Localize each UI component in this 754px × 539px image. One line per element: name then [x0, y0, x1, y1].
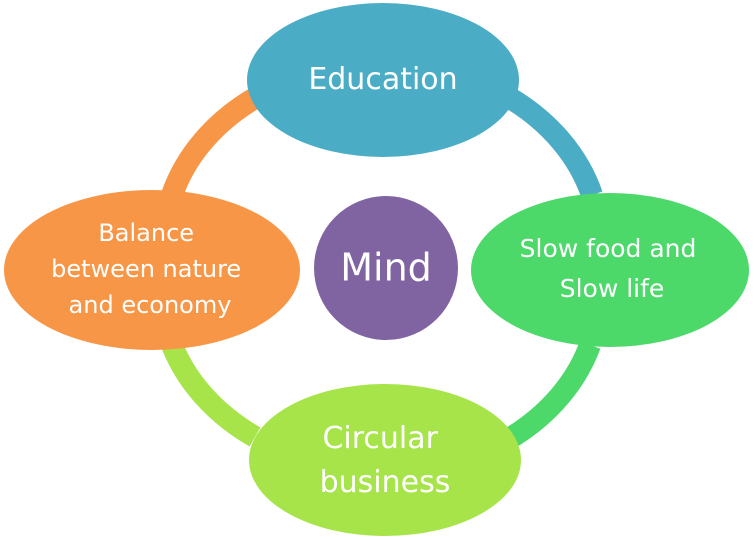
arc-circular-to-balance	[161, 340, 261, 447]
node-balance-line-3: and economy	[69, 291, 232, 319]
node-mind-shape	[314, 196, 458, 340]
node-circular-line-1: Circular	[322, 421, 438, 456]
node-education-label: Education	[308, 62, 457, 97]
node-balance: Balance between nature and economy	[4, 190, 300, 350]
node-circular: Circular business	[249, 384, 521, 536]
node-slow-food-shape	[471, 193, 749, 347]
node-circular-line-2: business	[320, 465, 451, 500]
node-circular-label: Circular business	[320, 421, 451, 500]
node-circular-shape	[249, 384, 521, 536]
node-slow-food-line-1: Slow food and	[520, 234, 697, 263]
node-balance-line-2: between nature	[51, 255, 241, 283]
node-slow-food: Slow food and Slow life	[471, 193, 749, 347]
node-education-shape	[247, 3, 519, 157]
node-education: Education	[247, 3, 519, 157]
node-mind-label: Mind	[340, 246, 432, 290]
node-balance-label: Balance between nature and economy	[51, 219, 249, 319]
node-balance-shape	[4, 190, 300, 350]
arc-education-to-slow-food	[504, 88, 603, 199]
node-education-line-1: Education	[308, 62, 457, 97]
arc-balance-to-education	[161, 88, 261, 199]
node-mind: Mind	[314, 196, 458, 340]
node-balance-line-1: Balance	[98, 219, 194, 247]
arc-slow-food-to-circular	[506, 341, 601, 447]
node-slow-food-label: Slow food and Slow life	[520, 234, 705, 303]
node-slow-food-line-2: Slow life	[560, 274, 665, 303]
cycle-ring	[161, 88, 603, 447]
